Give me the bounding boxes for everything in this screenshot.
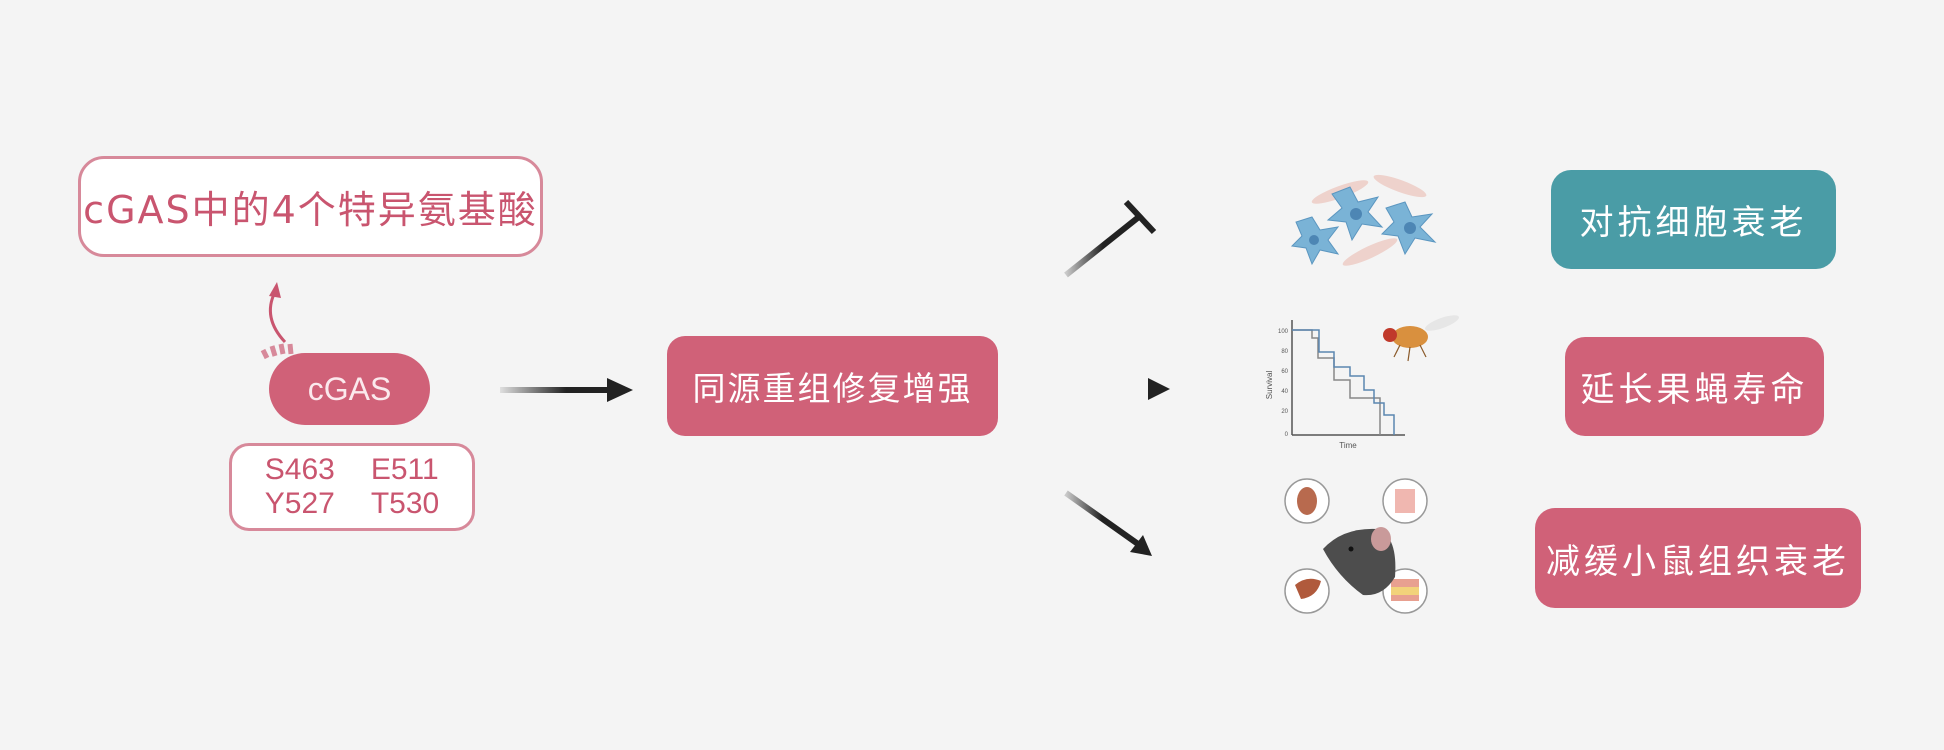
- liver-icon: [1295, 578, 1321, 599]
- mouse-icon: [1323, 527, 1396, 596]
- fly-survival-plot: 100 80 60 40 20 0 Survival Time: [1265, 315, 1460, 450]
- mouse-tissue-illustration: [1284, 478, 1428, 614]
- arrow-right-icon: [1066, 378, 1170, 400]
- outcome-label: 减缓小鼠组织衰老: [1546, 541, 1850, 582]
- cgas-label: cGAS: [307, 370, 392, 407]
- tissue-section-icon: [1391, 579, 1419, 601]
- kidney-icon: [1297, 487, 1317, 515]
- outcome-box-fly-lifespan: 延长果蝇寿命: [1565, 337, 1824, 436]
- hr-repair-box: 同源重组修复增强: [667, 336, 998, 436]
- hr-repair-label: 同源重组修复增强: [692, 369, 973, 408]
- residue: S463: [264, 453, 335, 486]
- ytick: 60: [1281, 369, 1288, 375]
- cgas-protein: cGAS: [269, 353, 430, 425]
- residue-box: S463 E511 Y527 T530: [229, 443, 475, 531]
- residue: T530: [370, 487, 440, 520]
- ytick: 0: [1285, 432, 1289, 438]
- outcome-box-cell-senescence: 对抗细胞衰老: [1551, 170, 1836, 269]
- fruit-fly-icon: [1383, 315, 1460, 362]
- ytick: 40: [1281, 389, 1288, 395]
- annotation-label: cGAS中的4个特异氨基酸: [83, 188, 538, 232]
- x-axis-label: Time: [1339, 441, 1357, 450]
- residue: Y527: [264, 487, 335, 520]
- outcome-box-mouse-aging: 减缓小鼠组织衰老: [1535, 508, 1861, 608]
- intestine-icon: [1395, 489, 1415, 513]
- senescent-cells-illustration: [1290, 174, 1437, 266]
- control-curve: [1292, 329, 1381, 435]
- y-axis-label: Survival: [1265, 371, 1274, 400]
- residue: E511: [370, 453, 439, 486]
- outcome-label: 延长果蝇寿命: [1580, 370, 1809, 410]
- arrow-down-right-icon: [1064, 490, 1152, 556]
- curved-arrow-icon: [260, 282, 294, 360]
- inhibit-icon: [1064, 200, 1157, 278]
- ytick: 20: [1281, 409, 1288, 415]
- outcome-label: 对抗细胞衰老: [1579, 203, 1808, 243]
- ytick: 100: [1278, 329, 1289, 335]
- arrow-right-icon: [500, 378, 633, 402]
- ytick: 80: [1281, 349, 1288, 355]
- outgoing-arrows: [1064, 200, 1170, 556]
- annotation-box: cGAS中的4个特异氨基酸: [78, 156, 543, 257]
- treated-curve: [1292, 329, 1395, 435]
